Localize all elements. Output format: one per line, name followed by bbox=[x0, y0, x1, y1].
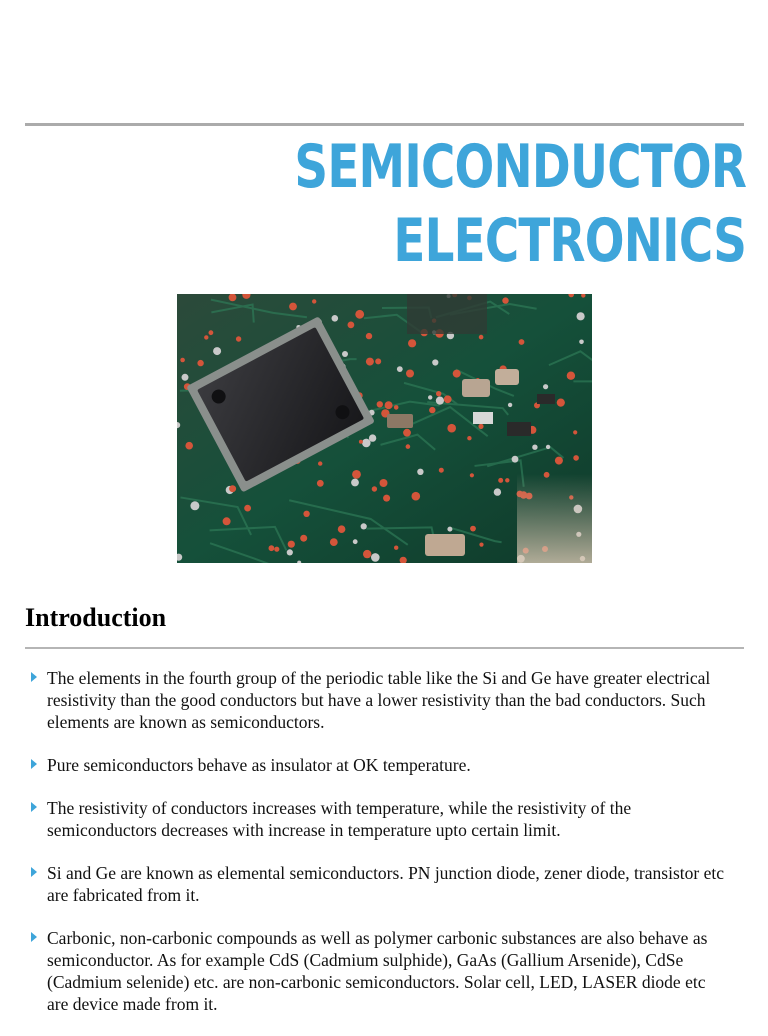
triangle-right-icon bbox=[31, 867, 37, 877]
bullet-item: The elements in the fourth group of the … bbox=[25, 667, 725, 733]
section-heading: Introduction bbox=[25, 603, 167, 632]
bullet-list: The elements in the fourth group of the … bbox=[25, 667, 725, 1036]
bullet-item: Carbonic, non-carbonic compounds as well… bbox=[25, 927, 725, 1015]
slide-title-line-2: ELECTRONICS bbox=[393, 206, 747, 276]
section-divider bbox=[25, 647, 744, 649]
triangle-right-icon bbox=[31, 759, 37, 769]
bullet-text: Pure semiconductors behave as insulator … bbox=[47, 755, 471, 775]
triangle-right-icon bbox=[31, 932, 37, 942]
bullet-item: Si and Ge are known as elemental semicon… bbox=[25, 862, 725, 906]
bullet-text: Si and Ge are known as elemental semicon… bbox=[47, 863, 724, 905]
bullet-item: The resistivity of conductors increases … bbox=[25, 797, 725, 841]
title-divider bbox=[25, 123, 744, 126]
triangle-right-icon bbox=[31, 802, 37, 812]
bullet-item: Pure semiconductors behave as insulator … bbox=[25, 754, 725, 776]
slide-title: SEMICONDUCTOR ELECTRONICS bbox=[294, 130, 747, 278]
bullet-text: The resistivity of conductors increases … bbox=[47, 798, 632, 840]
bullet-text: Carbonic, non-carbonic compounds as well… bbox=[47, 928, 708, 1014]
triangle-right-icon bbox=[31, 672, 37, 682]
slide-title-line-1: SEMICONDUCTOR bbox=[294, 132, 747, 202]
circuit-board-photo bbox=[177, 294, 592, 563]
bullet-text: The elements in the fourth group of the … bbox=[47, 668, 711, 732]
